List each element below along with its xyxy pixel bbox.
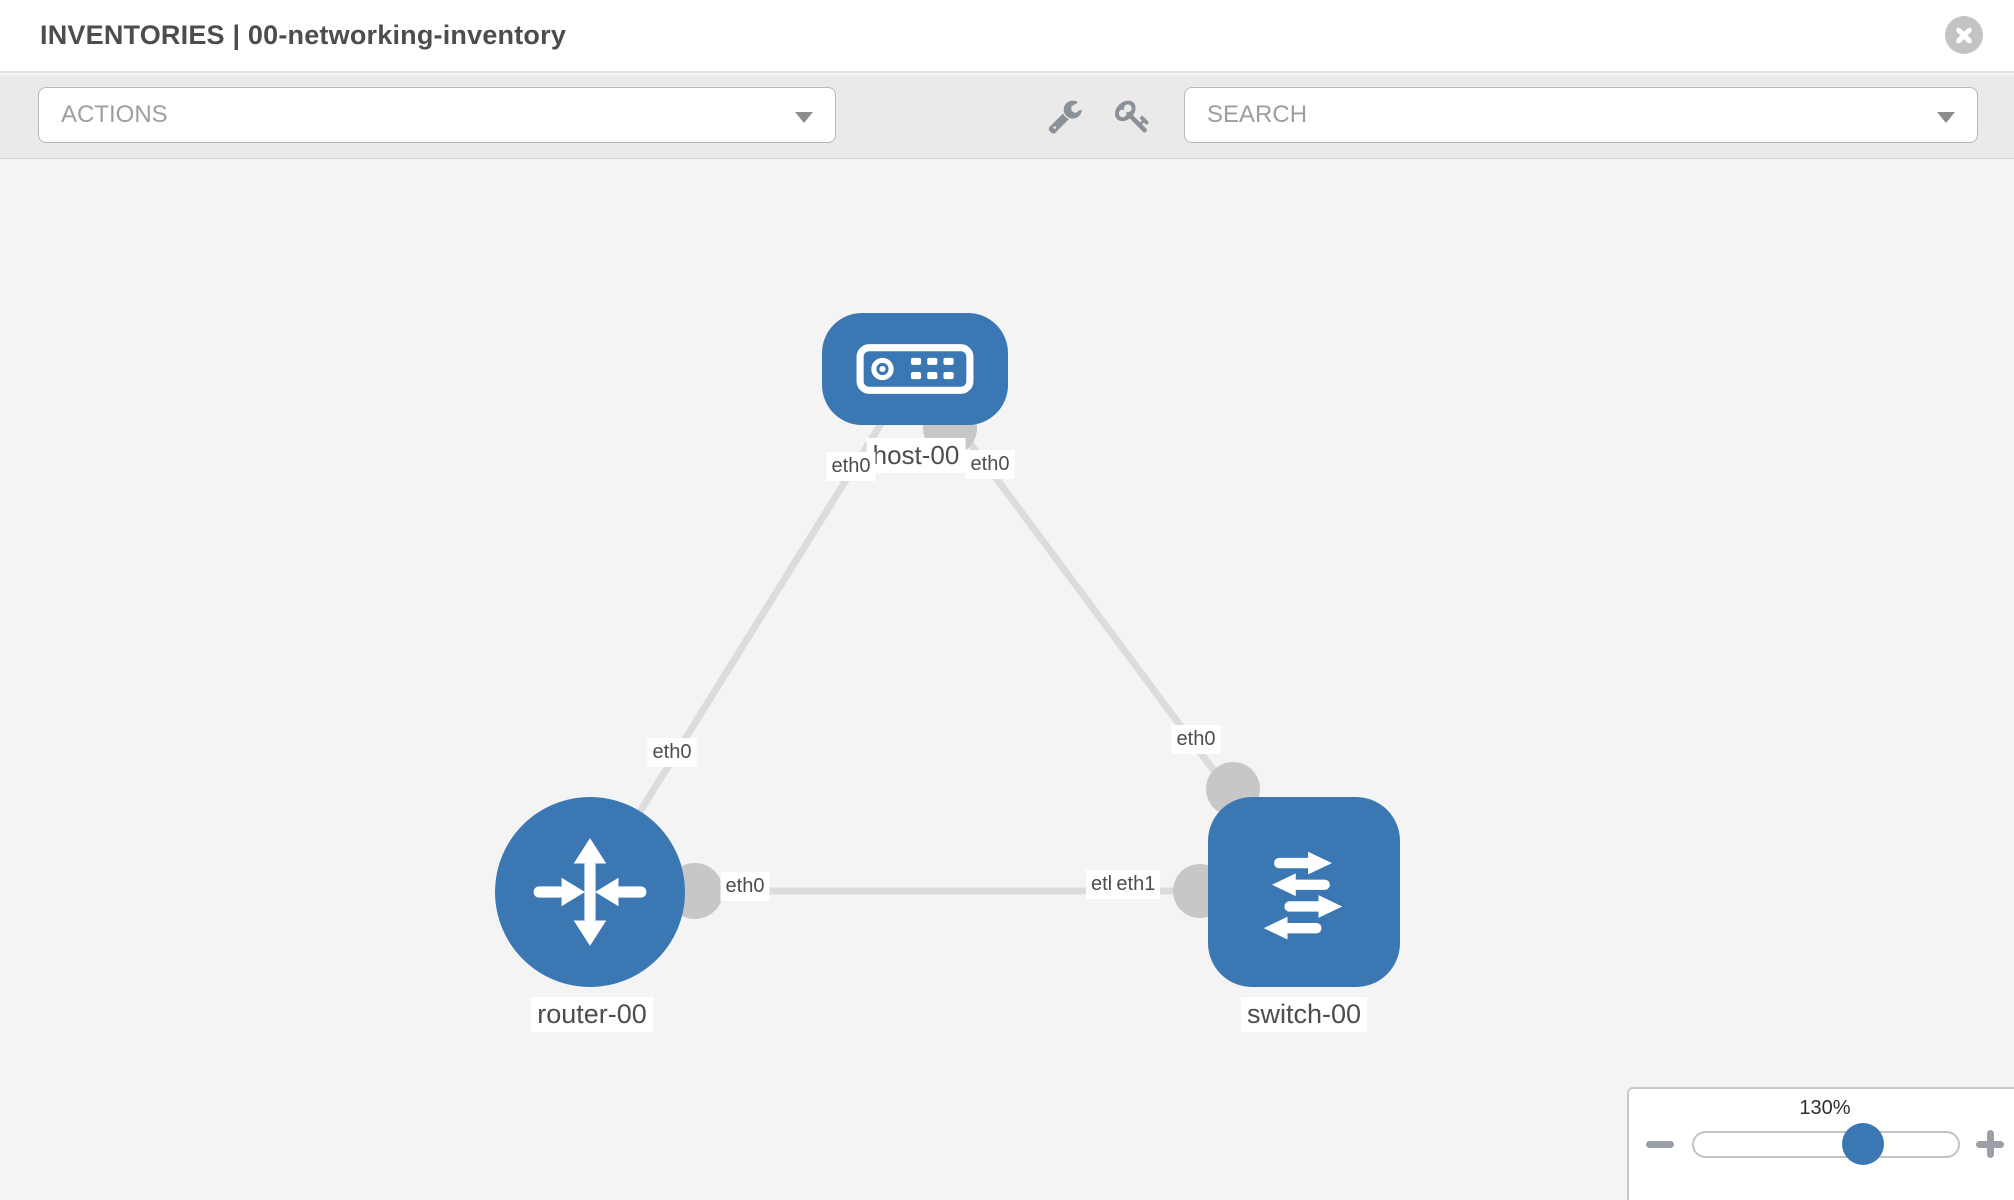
switch-icon <box>1263 851 1343 940</box>
search-input[interactable] <box>1207 101 1955 129</box>
panel-header: INVENTORIES | 00-networking-inventory <box>0 0 2014 73</box>
chevron-down-icon <box>1937 112 1955 123</box>
iface-label-host-eth0-right: eth0 <box>965 450 1015 479</box>
iface-label-switch-left-group: eth0 eth1 <box>1086 870 1161 899</box>
node-label-host[interactable]: host-00 <box>866 438 966 473</box>
node-label-router[interactable]: router-00 <box>531 997 653 1032</box>
wrench-icon[interactable] <box>1047 98 1083 134</box>
page-title: INVENTORIES | 00-networking-inventory <box>40 20 567 50</box>
node-label-switch[interactable]: switch-00 <box>1240 997 1368 1032</box>
chevron-down-icon <box>795 112 813 123</box>
minus-icon[interactable] <box>1646 1141 1674 1148</box>
iface-label-router-eth0-top: eth0 <box>647 738 697 767</box>
node-router-00[interactable] <box>495 797 685 987</box>
actions-dropdown-label: ACTIONS <box>61 101 168 128</box>
close-icon[interactable] <box>1945 16 1983 54</box>
router-icon <box>533 838 647 946</box>
zoom-control-panel: 130% <box>1627 1087 2014 1200</box>
node-switch-00[interactable] <box>1208 797 1400 987</box>
toolbar: ACTIONS <box>0 75 2014 159</box>
key-icon[interactable] <box>1115 98 1151 134</box>
plus-icon[interactable] <box>1976 1130 2004 1158</box>
zoom-slider-thumb[interactable] <box>1842 1123 1884 1165</box>
actions-dropdown[interactable]: ACTIONS <box>38 87 836 143</box>
host-device-icon <box>856 344 974 394</box>
zoom-level-value: 130% <box>1799 1097 1851 1119</box>
iface-label-switch-eth1: eth1 <box>1111 870 1161 899</box>
node-host-00[interactable] <box>822 313 1008 425</box>
zoom-slider-track[interactable] <box>1692 1131 1960 1158</box>
iface-label-router-eth0-right: eth0 <box>720 872 770 901</box>
iface-label-switch-eth0-top: eth0 <box>1171 725 1221 754</box>
search-box[interactable] <box>1184 87 1978 143</box>
iface-label-host-eth0-left: eth0 <box>826 452 876 481</box>
